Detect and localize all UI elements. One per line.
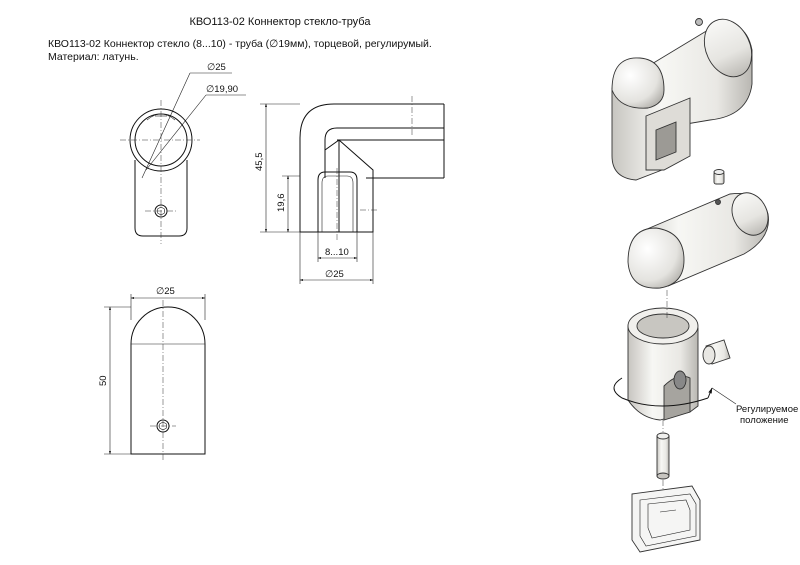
bottom-view-body [130,306,206,455]
drawing-title: КВО113-02 Коннектор стекло-труба [189,16,371,28]
part-glass-insert [631,485,701,553]
part-adjust-pin [702,339,731,365]
dim-side-slot-height: 19,6 [276,194,287,213]
side-view-outer-contour [299,103,444,176]
dim-bottom-height: 50 [98,375,109,386]
dim-side-glass-range: 8...10 [325,247,349,258]
dim-line-inner [145,94,207,171]
dim-side-height: 45,5 [254,153,265,172]
dim-line-outer [141,72,191,179]
bottom-view: ∅25 50 [98,286,206,462]
description-line-1: КВО113-02 Коннектор стекло (8...10) - тр… [48,38,432,50]
description-line-2: Материал: латунь. [48,51,139,63]
side-view-glass-slot [317,171,358,232]
side-view: 45,5 19,6 8...10 ∅25 [254,96,445,284]
dim-side-width: ∅25 [325,269,344,280]
dim-front-inner-diameter: ∅19,90 [206,84,238,95]
assembled-3d-view [611,18,753,181]
part-set-screw [713,169,725,185]
dim-front-outer-diameter: ∅25 [207,62,226,73]
drawing-description: КВО113-02 Коннектор стекло (8...10) - тр… [48,38,432,64]
dim-bottom-width: ∅25 [156,286,175,297]
part-dowel-pin [656,432,670,480]
front-view: ∅25 ∅19,90 [120,62,246,244]
part-tube-cap [627,192,769,289]
